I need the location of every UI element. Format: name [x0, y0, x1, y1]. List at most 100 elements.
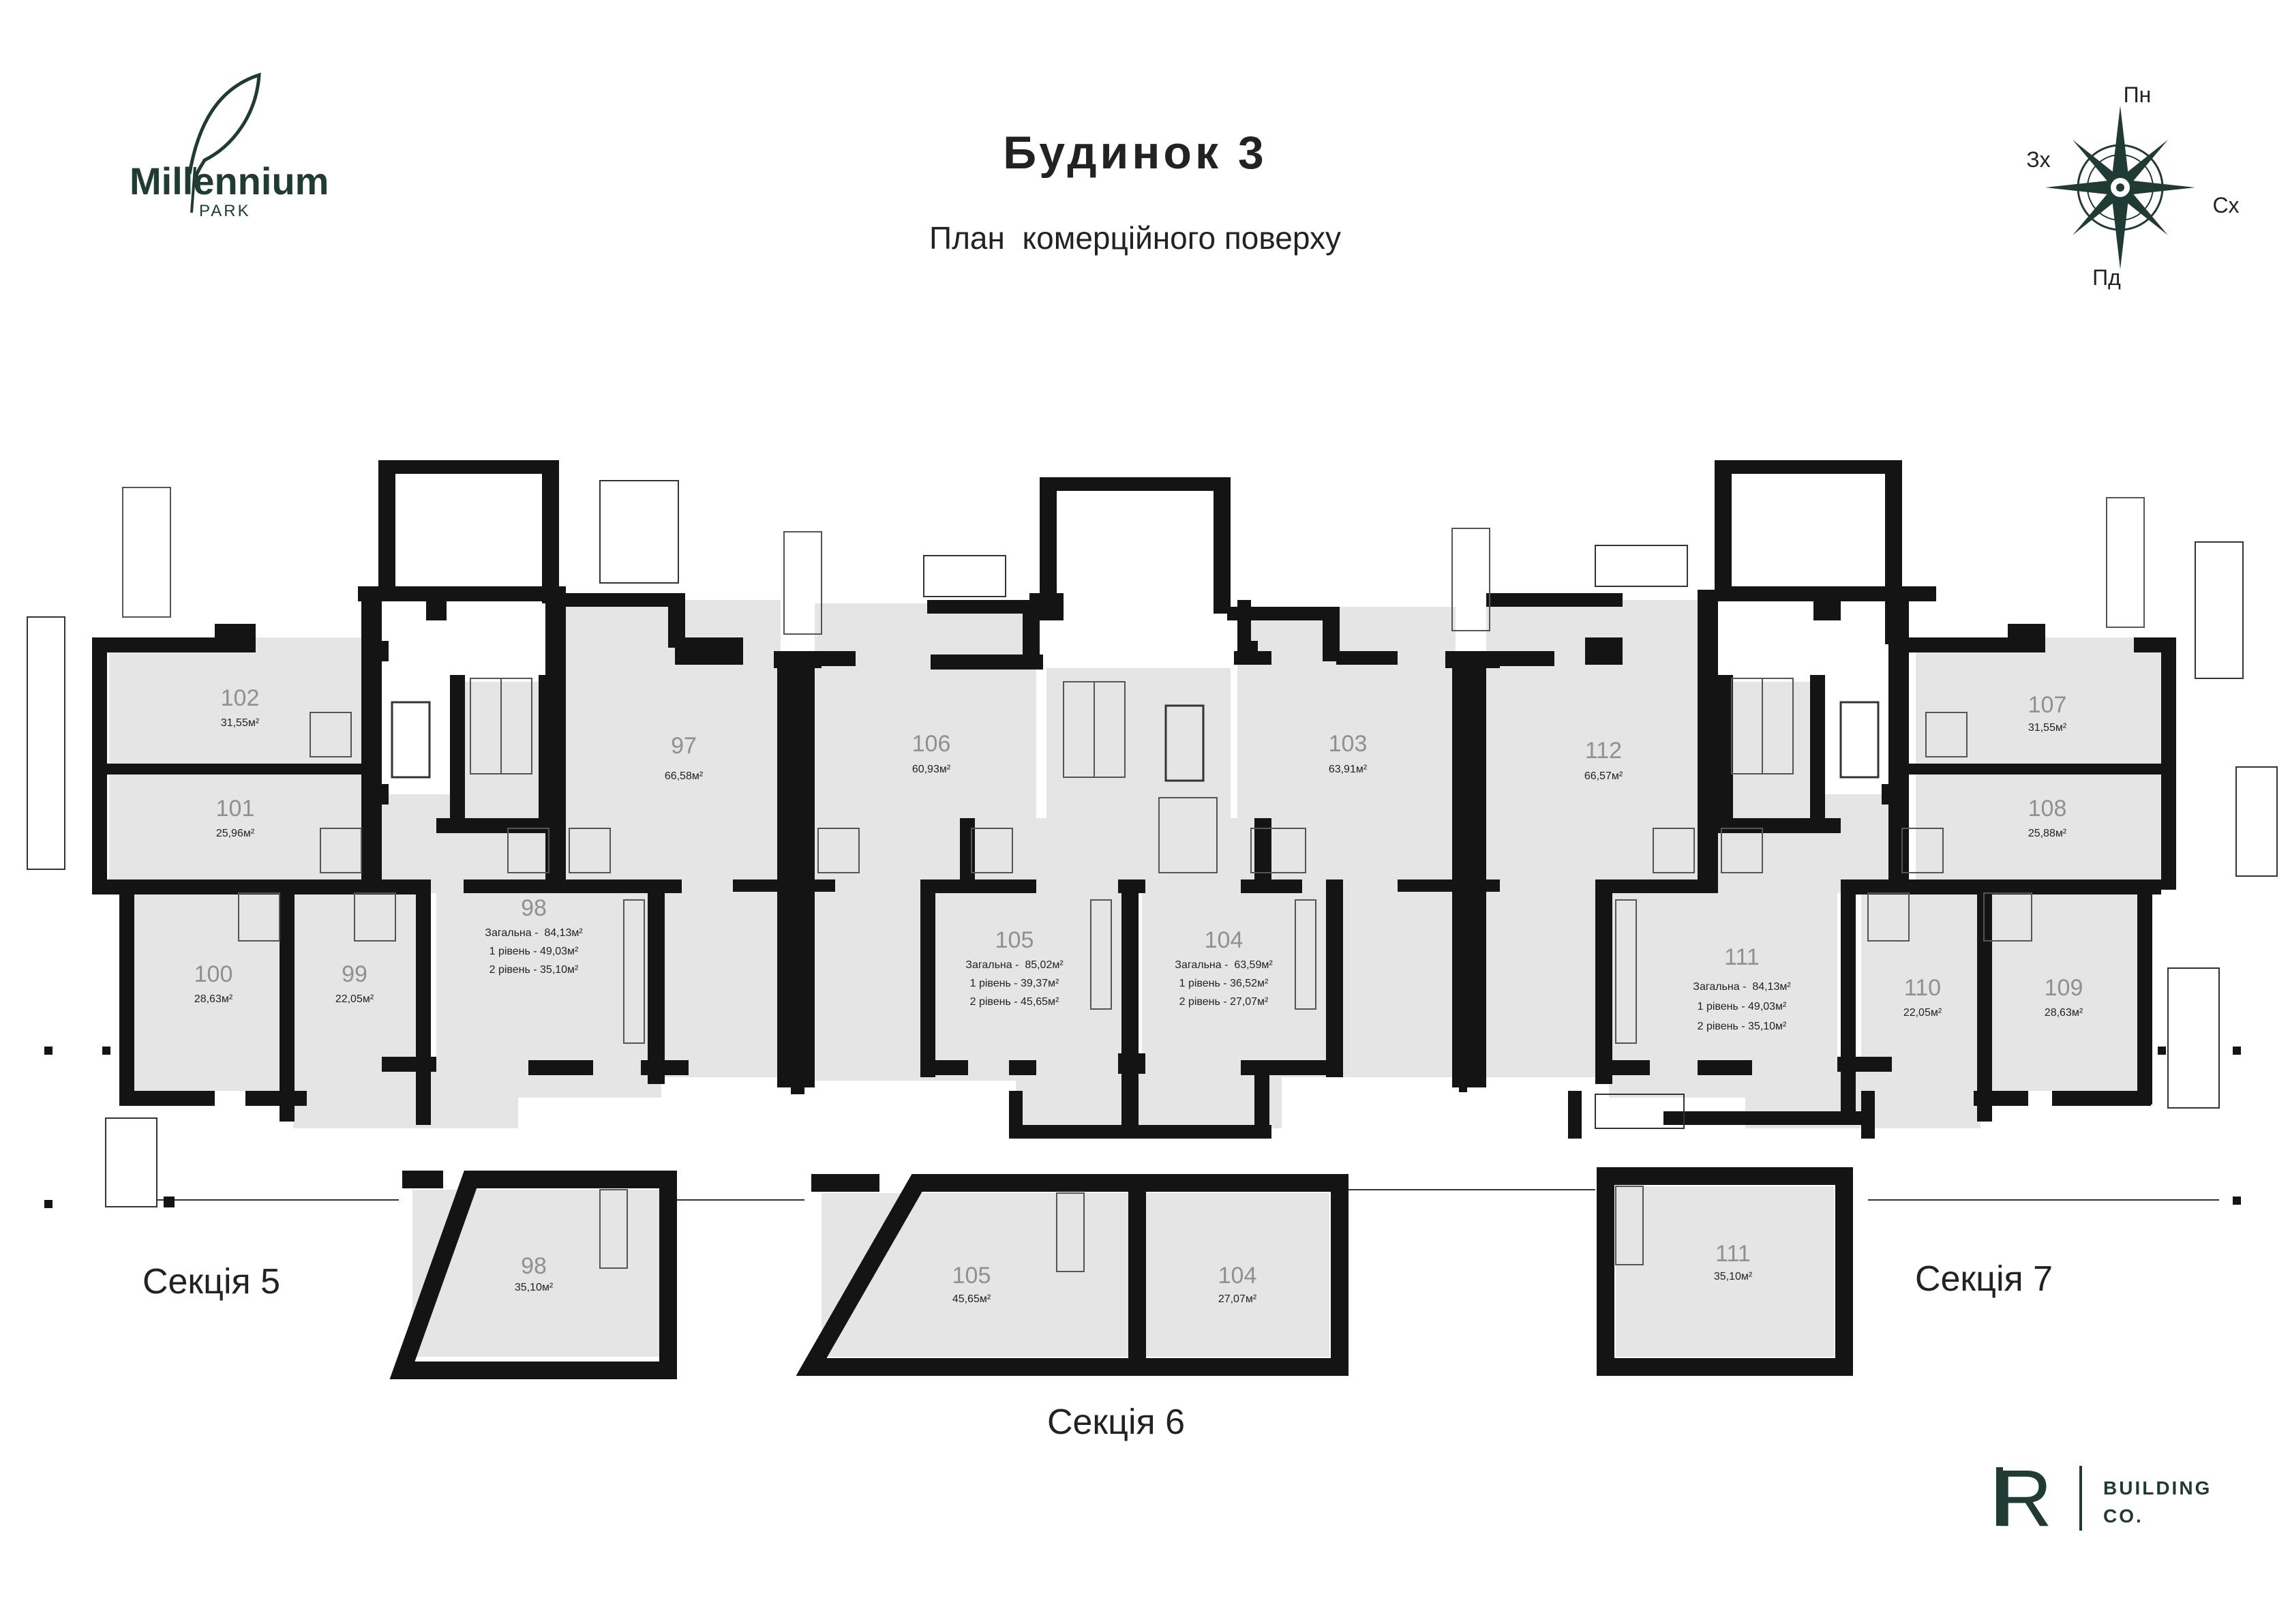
unit-area-level1: 1 рівень - 39,37м² [970, 978, 1059, 989]
terraces [27, 480, 2278, 1207]
stair-icon [1090, 899, 1112, 1010]
upper-unit-number: 111 [1715, 1241, 1751, 1267]
entry-sec5 [293, 1070, 518, 1128]
section-label-5: Секція 5 [142, 1262, 280, 1302]
stair-icon [122, 487, 171, 618]
builder-logo-bar [1996, 1467, 2003, 1526]
unit-area: 25,96м² [216, 828, 255, 839]
unit-number: 104 [1205, 927, 1244, 953]
lift-icon [1839, 701, 1880, 779]
stair-icon [623, 899, 645, 1044]
unit-number: 106 [912, 731, 951, 757]
shaft-grid [1653, 828, 1695, 873]
room-109 [1991, 893, 2144, 1091]
unit-area: 66,57м² [1584, 770, 1623, 782]
shaft-grid [354, 892, 396, 942]
unit-area-level2: 2 рівень - 27,07м² [1179, 996, 1269, 1008]
section-label-7: Секція 7 [1915, 1259, 2053, 1299]
unit-number: 97 [671, 733, 697, 759]
lobby-sec6 [1046, 668, 1231, 818]
unit-area: 28,63м² [194, 993, 233, 1005]
room-105 [934, 893, 1125, 1077]
leaf-stem [190, 166, 196, 213]
page-title: Будинок 3 [1003, 127, 1267, 179]
unit-area-level2: 2 рівень - 35,10м² [489, 964, 579, 976]
stairs-and-lifts [122, 487, 2145, 1044]
unit-labels: 102 31,55м² 101 25,96м² 100 28,63м² 99 2… [194, 685, 2083, 1305]
unit-area-level2: 2 рівень - 35,10м² [1698, 1021, 1787, 1032]
stair-icon [1295, 899, 1316, 1010]
upper-unit-area: 35,10м² [515, 1282, 554, 1293]
stair-icon [2106, 497, 2145, 628]
compass-south: Пд [2092, 265, 2121, 290]
unit-area: 63,91м² [1329, 764, 1368, 775]
unit-area: 60,93м² [912, 764, 951, 775]
unit-number: 110 [1904, 975, 1941, 1001]
upper-unit-number: 104 [1218, 1263, 1257, 1289]
stair-icon [1451, 528, 1490, 631]
upper-unit-area: 27,07м² [1218, 1293, 1257, 1305]
builder-initial: R [1994, 1454, 2052, 1544]
compass-north: Пн [2124, 82, 2152, 107]
shaft-grid [817, 828, 860, 873]
millennium-park-logo: Millennium PARK [130, 72, 329, 220]
unit-area: 22,05м² [335, 993, 374, 1005]
upper-unit-number: 98 [521, 1253, 547, 1279]
upper-unit-number: 105 [952, 1263, 991, 1289]
upper-levels [389, 1167, 1853, 1379]
shaft-grid [1721, 828, 1763, 873]
site-markers [44, 1047, 2241, 1208]
walls [92, 460, 2176, 1139]
unit-area: 31,55м² [2028, 722, 2067, 734]
shaft-grid [238, 892, 280, 942]
unit-number: 105 [995, 927, 1034, 953]
unit-number: 109 [2045, 975, 2083, 1001]
compass-west: Зх [2026, 147, 2050, 172]
unit-area: 31,55м² [221, 717, 260, 729]
shaft-grid [310, 712, 352, 757]
unit-number: 98 [521, 895, 547, 921]
room-100 [133, 893, 280, 1091]
compass-east: Сх [2212, 193, 2239, 217]
room-97 [562, 600, 781, 1077]
unit-area-total: Загальна - 84,13м² [485, 927, 583, 939]
upper-111 [1616, 1186, 1834, 1357]
page-subtitle: План комерційного поверху [929, 220, 1341, 256]
stair-icon [1615, 899, 1637, 1044]
shaft-grid [569, 828, 611, 873]
unit-area-level2: 2 рівень - 45,65м² [970, 996, 1059, 1008]
unit-area: 25,88м² [2028, 828, 2067, 839]
room-fills [109, 600, 2168, 1128]
builder-logo: R BUILDING CO. [1994, 1454, 2212, 1544]
unit-number: 112 [1585, 738, 1622, 764]
unit-number: 99 [342, 961, 367, 987]
shaft-grid [1158, 797, 1218, 873]
builder-divider [2079, 1466, 2082, 1531]
lift-icon [391, 701, 431, 779]
unit-area-total: Загальна - 85,02м² [965, 959, 1064, 971]
unit-number: 108 [2028, 796, 2067, 822]
unit-area-level1: 1 рівень - 49,03м² [1698, 1001, 1787, 1012]
stair-icon [783, 531, 822, 635]
unit-area: 22,05м² [1903, 1007, 1942, 1019]
unit-area: 66,58м² [665, 770, 704, 782]
unit-number: 111 [1724, 944, 1760, 970]
lift-icon [1164, 704, 1205, 782]
unit-number: 103 [1329, 731, 1368, 757]
unit-area-total: Загальна - 63,59м² [1175, 959, 1273, 971]
shaft-grid [320, 828, 362, 873]
room-102 [109, 637, 365, 764]
unit-area-level1: 1 рівень - 36,52м² [1179, 978, 1269, 989]
unit-area-level1: 1 рівень - 49,03м² [489, 946, 579, 957]
unit-number: 102 [221, 685, 260, 711]
logo-subtitle: PARK [199, 202, 251, 220]
shaft-grid [1867, 892, 1910, 942]
shaft-grid [1983, 892, 2032, 942]
shaft-grid [971, 828, 1013, 873]
shaft-grid [507, 828, 549, 873]
upper-unit-area: 45,65м² [952, 1293, 991, 1305]
unit-area-total: Загальна - 84,13м² [1693, 981, 1791, 993]
builder-name-line1: BUILDING [2103, 1477, 2212, 1499]
